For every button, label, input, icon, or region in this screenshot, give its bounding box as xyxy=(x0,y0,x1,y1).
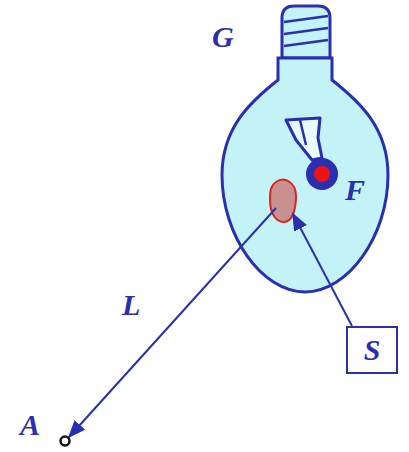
label-box: S xyxy=(346,326,398,374)
bulb-label: G xyxy=(212,22,234,52)
ray-label: L xyxy=(122,290,140,320)
point-label: A xyxy=(20,410,40,440)
box-label: S xyxy=(364,335,381,365)
leader-line xyxy=(293,214,352,326)
stem-wire xyxy=(300,120,306,145)
filament-label: F xyxy=(345,175,365,205)
filament-stem xyxy=(286,118,322,160)
bulb-glass xyxy=(222,58,388,292)
cap-thread xyxy=(284,16,328,46)
point-a xyxy=(61,437,70,446)
bulb-cap xyxy=(282,6,330,58)
light-ray xyxy=(69,208,276,437)
filament xyxy=(306,158,338,190)
filament-core xyxy=(314,166,330,182)
spot xyxy=(270,180,296,222)
